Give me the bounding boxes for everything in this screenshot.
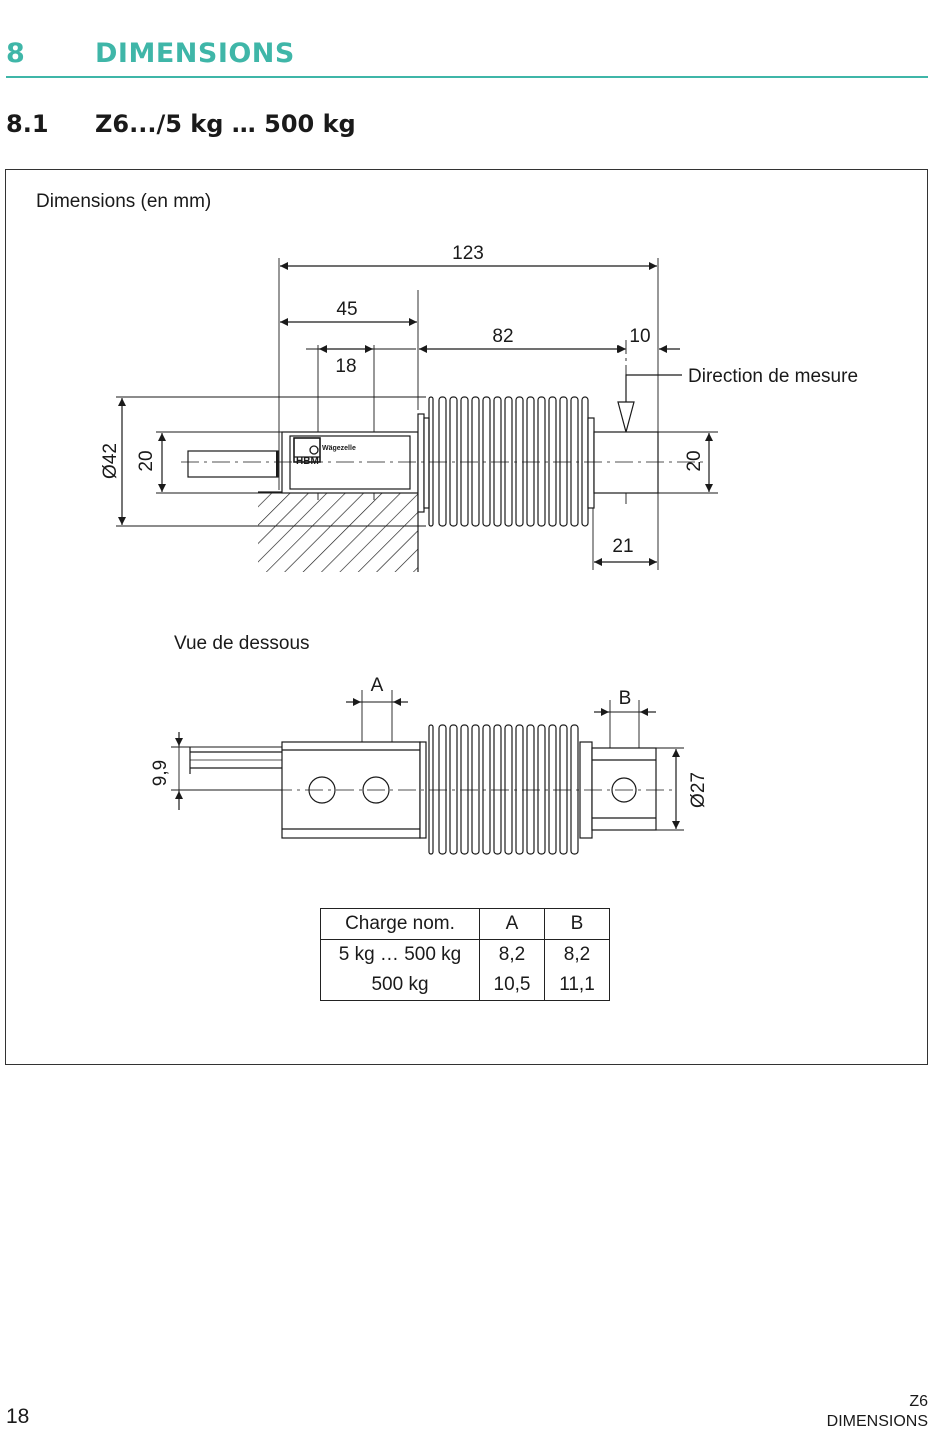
bellows-bottom [428, 724, 579, 855]
bottom-view-label: Vue de dessous [174, 633, 310, 654]
dim-bellows-length: 82 [492, 326, 513, 347]
dim-hole-b: B [619, 688, 632, 709]
table-cell: 8,2 [544, 939, 610, 970]
cell-label: Wägezelle [322, 445, 356, 452]
dim-height-outer: Ø42 [100, 443, 121, 479]
table-cell: 11,1 [544, 970, 610, 1001]
running-footer: Z6 DIMENSIONS [827, 1392, 928, 1432]
dim-total-length: 123 [452, 243, 484, 264]
table-header: A [479, 908, 545, 940]
dim-mount-length: 45 [336, 299, 357, 320]
load-table: Charge nom. A B 5 kg … 500 kg 8,2 8,2 50… [320, 908, 610, 1001]
bellows-side [428, 396, 589, 527]
dim-height-end: 20 [684, 450, 705, 471]
dim-end-offset: 10 [629, 326, 650, 347]
table-row: 5 kg … 500 kg 8,2 8,2 [320, 939, 610, 970]
table-cell: 10,5 [479, 970, 545, 1001]
section-number: 8.1 [6, 110, 49, 138]
dim-height-block: 20 [136, 450, 157, 471]
page-number: 18 [6, 1405, 30, 1428]
chapter-number: 8 [6, 38, 25, 69]
dim-hole-a: A [371, 675, 384, 696]
dim-end-diameter: Ø27 [688, 772, 709, 808]
table-header: B [544, 908, 610, 940]
table-cell: 500 kg [320, 970, 480, 1001]
chapter-heading: 8 DIMENSIONS [6, 36, 928, 78]
footer-product: Z6 [909, 1393, 928, 1410]
dim-end-length: 21 [612, 536, 633, 557]
table-header: Charge nom. [320, 908, 480, 940]
table-row: 500 kg 10,5 11,1 [320, 970, 610, 1001]
dim-cable-offset: 9,9 [150, 760, 171, 786]
figure-caption: Dimensions (en mm) [36, 191, 212, 212]
measure-direction-label: Direction de mesure [688, 366, 858, 387]
section-title: Z6.../5 kg … 500 kg [95, 110, 356, 138]
chapter-title: DIMENSIONS [95, 38, 295, 69]
table-cell: 8,2 [479, 939, 545, 970]
brand-label: HBM [296, 456, 319, 467]
dimension-figure: Dimensions (en mm) Vue de dessous [5, 169, 928, 1065]
footer-section: DIMENSIONS [826, 1413, 928, 1430]
dim-hole-spacing: 18 [335, 356, 356, 377]
table-header-row: Charge nom. A B [320, 908, 610, 940]
table-cell: 5 kg … 500 kg [320, 939, 480, 970]
technical-drawing: 123 45 82 10 18 Direction de mesure 21 Ø… [100, 243, 858, 855]
